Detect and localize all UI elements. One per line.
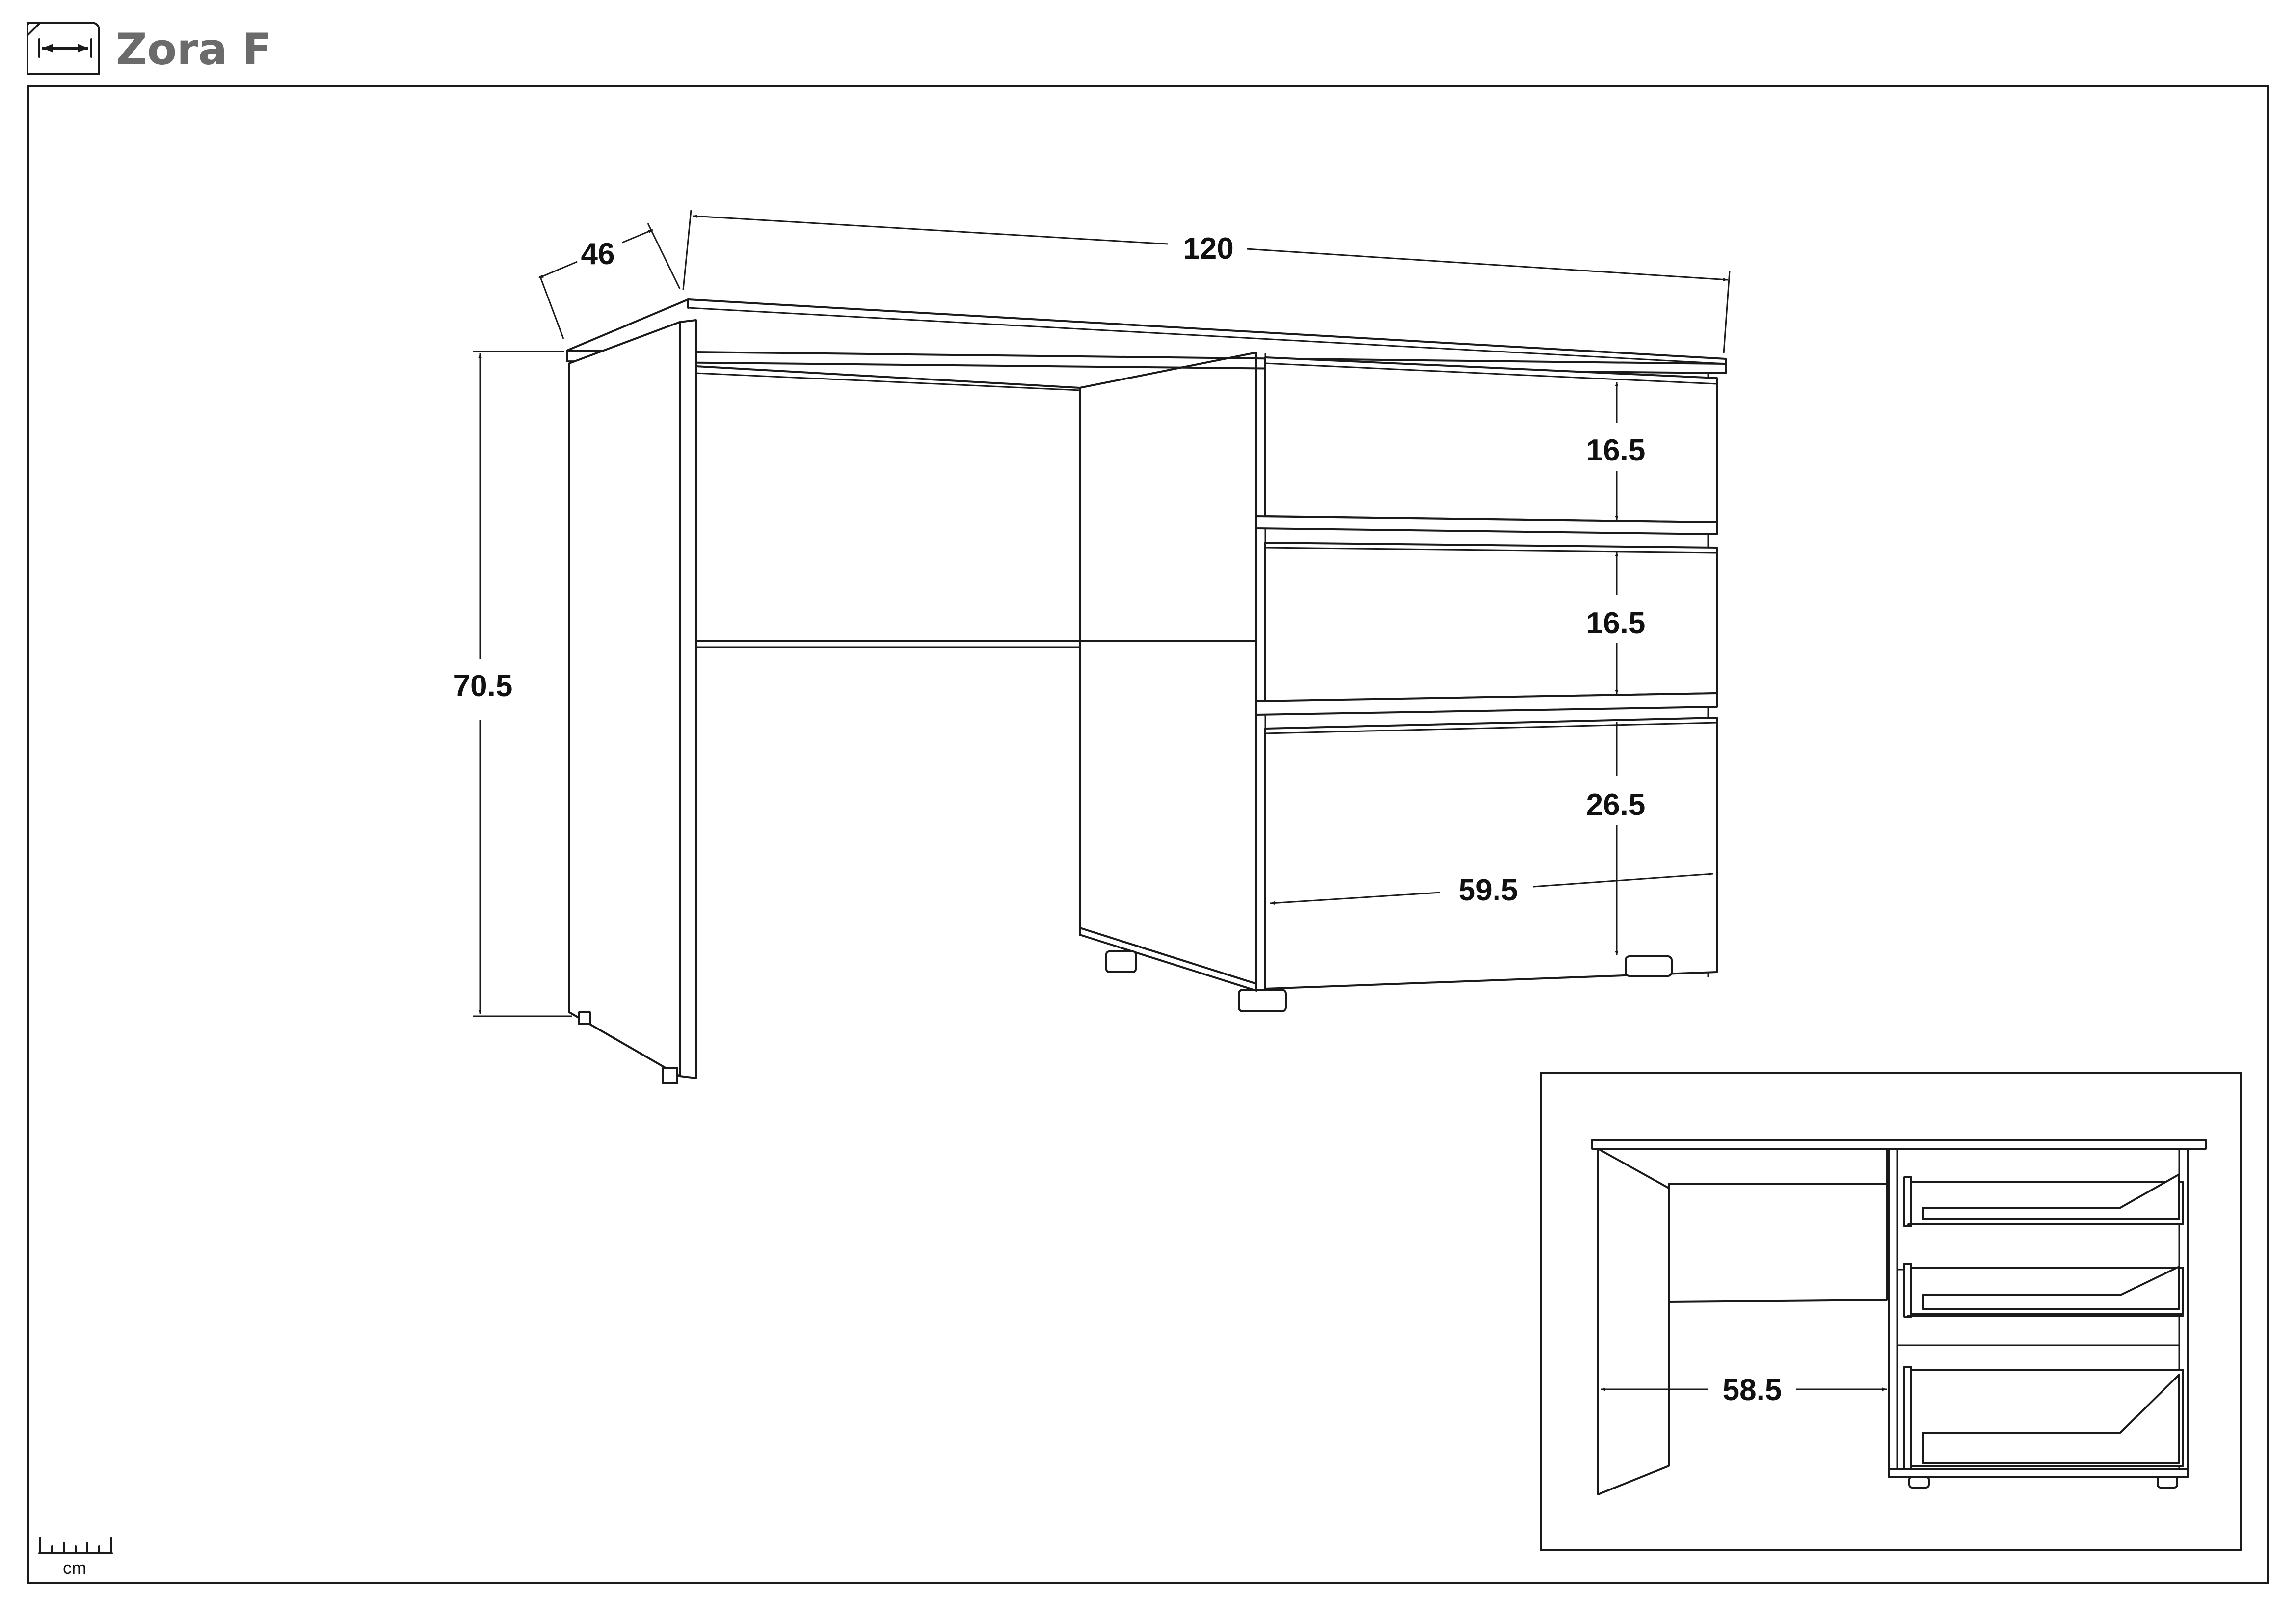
inset-drawer-bottom (1903, 1366, 2184, 1470)
width-label: 120 (1183, 232, 1233, 266)
inset-pedestal (1888, 1148, 2189, 1489)
inset-drawer-top (1903, 1173, 2184, 1227)
inset-modesty-panel (1668, 1148, 1888, 1303)
unit-label: cm (63, 1558, 86, 1578)
drawing-frame (27, 85, 2269, 1584)
inset-frame (1540, 1072, 2242, 1551)
inset-left-panel (1597, 1148, 1670, 1495)
dimension-drawer-top: 16.5 (1586, 382, 1646, 520)
left-side-panel (568, 319, 697, 1084)
drawer-top (1264, 356, 1718, 523)
dimension-width: 120 (682, 210, 1731, 354)
pedestal-inner-side (1079, 387, 1287, 1012)
dimension-arrow-icon (27, 22, 100, 75)
dimension-depth: 46 (538, 223, 681, 339)
scale-legend: cm (38, 1537, 113, 1578)
dimension-drawer-bottom: 26.5 (1586, 722, 1646, 955)
inset-desktop-top (1591, 1139, 2207, 1150)
drawer-middle-label: 16.5 (1586, 606, 1646, 640)
drawer-pedestal (1255, 352, 1718, 992)
drawer-bottom (1264, 717, 1718, 990)
drawer-width-label: 59.5 (1459, 873, 1518, 907)
modesty-panel (695, 352, 1257, 648)
dimension-drawer-width: 59.5 (1270, 872, 1713, 907)
inset-view: 58.5 (1540, 1072, 2242, 1551)
product-title: Zora F (116, 24, 272, 75)
ruler-icon (38, 1537, 113, 1554)
drawer-middle (1264, 542, 1718, 702)
dimension-height: 70.5 (454, 351, 572, 1017)
depth-label: 46 (581, 237, 615, 271)
knee-space-label: 58.5 (1723, 1373, 1782, 1407)
inset-drawer-middle (1903, 1263, 2184, 1318)
desktop-top (566, 298, 1727, 374)
header: Zora F (27, 22, 272, 75)
desk-main-view: 46 120 70.5 16.5 16.5 (454, 210, 1731, 1084)
drawer-bottom-label: 26.5 (1586, 788, 1646, 822)
dimension-drawer-middle: 16.5 (1586, 552, 1646, 694)
drawer-top-label: 16.5 (1586, 433, 1646, 467)
dimension-knee-space: 58.5 (1601, 1373, 1887, 1407)
height-label: 70.5 (454, 669, 513, 703)
